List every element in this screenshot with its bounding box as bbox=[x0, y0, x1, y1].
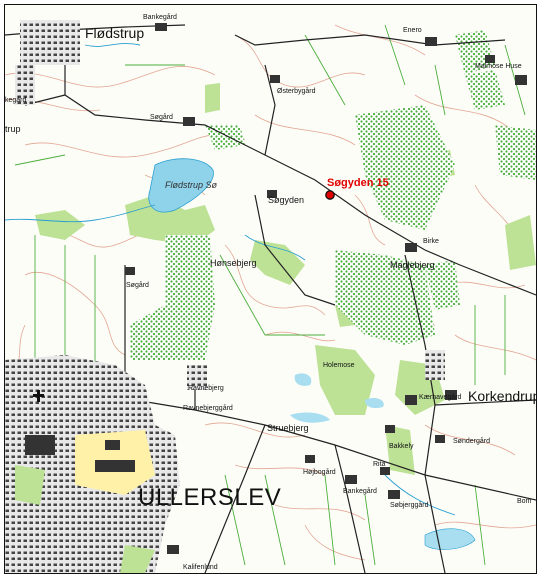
label-trup: trup bbox=[5, 124, 21, 134]
water-bodies bbox=[148, 158, 476, 550]
label-honsebjerg: Hønsebjerg bbox=[210, 258, 257, 268]
label-bankegard-bottom: Bankegård bbox=[343, 487, 377, 495]
label-osterbygard: Østerbygård bbox=[277, 87, 316, 95]
label-bankegard-top: Bankegård bbox=[143, 13, 177, 21]
place-labels: Flødstrup Bankegård Enero Malmose Huse k… bbox=[5, 13, 536, 571]
label-kalifenlund: Kalifenlund bbox=[183, 564, 218, 571]
label-sondergard: Søndergård bbox=[453, 437, 490, 445]
marker-label: Søgyden 15 bbox=[327, 177, 389, 189]
woodland-areas bbox=[130, 30, 536, 360]
label-enero: Enero bbox=[403, 27, 422, 34]
town-ullerslev bbox=[5, 355, 180, 573]
label-rita: Rita bbox=[373, 461, 386, 468]
label-sobjerggard: Søbjerggård bbox=[390, 501, 429, 509]
map-frame: Flødstrup Bankegård Enero Malmose Huse k… bbox=[4, 4, 537, 574]
label-struebjerg: Struebjerg bbox=[267, 423, 309, 433]
label-ravnebjerggard: Ravnebjerggård bbox=[183, 404, 233, 412]
church-icon bbox=[33, 390, 44, 402]
location-marker[interactable]: Søgyden 15 bbox=[325, 177, 389, 200]
label-korkendrup: Korkendrup bbox=[468, 388, 536, 404]
label-birke: Birke bbox=[423, 238, 439, 245]
label-ullerslev: ULLERSLEV bbox=[138, 484, 281, 511]
location-pin-icon[interactable] bbox=[325, 190, 335, 200]
building-clusters bbox=[15, 20, 527, 554]
streams bbox=[5, 43, 456, 516]
label-kaerhavegard: Kærhavegård bbox=[419, 393, 462, 401]
label-kegard: kegård bbox=[5, 96, 27, 104]
label-hojbogard: Højbogård bbox=[303, 468, 336, 476]
label-malmose-huse: Malmose Huse bbox=[475, 63, 522, 70]
label-holemose: Holemose bbox=[323, 362, 355, 369]
label-sogard-mid: Søgård bbox=[126, 281, 149, 289]
forest-areas bbox=[5, 83, 536, 535]
label-maglebjerg: Maglebjerg bbox=[390, 260, 435, 270]
topographic-map[interactable]: Flødstrup Bankegård Enero Malmose Huse k… bbox=[5, 5, 536, 573]
label-sogyden: Søgyden bbox=[268, 195, 304, 205]
label-flodstrup-so: Flødstrup Sø bbox=[165, 180, 218, 190]
label-bom: Bom bbox=[517, 498, 532, 505]
label-bakkely: Bakkely bbox=[389, 443, 414, 450]
label-ravnebjerg: Ravnebjerg bbox=[188, 385, 224, 392]
field-boundaries bbox=[14, 24, 526, 566]
label-flodstrup: Flødstrup bbox=[85, 25, 144, 41]
label-sogard-top: Søgård bbox=[150, 113, 173, 121]
